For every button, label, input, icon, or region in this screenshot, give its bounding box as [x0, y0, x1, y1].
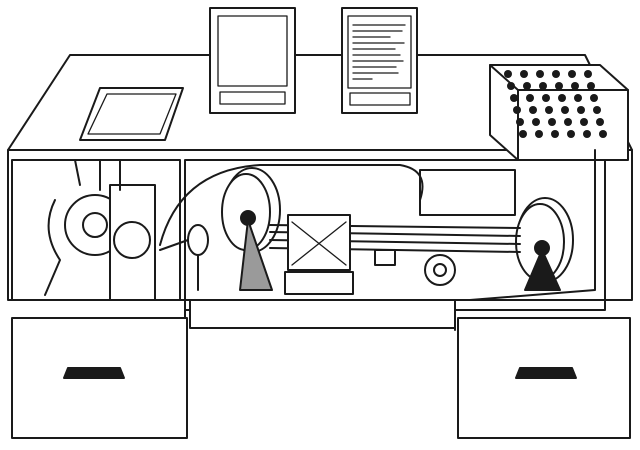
screen-text-lines — [352, 24, 406, 80]
key — [529, 106, 537, 114]
key — [519, 130, 527, 138]
center-projector — [284, 169, 516, 295]
key — [523, 82, 531, 90]
key — [555, 82, 563, 90]
key — [584, 70, 592, 78]
key — [583, 130, 591, 138]
key — [599, 130, 607, 138]
cable — [159, 164, 424, 246]
right-drawer — [457, 317, 631, 439]
left-drawer — [11, 317, 188, 439]
key — [526, 94, 534, 102]
key — [542, 94, 550, 102]
key — [513, 106, 521, 114]
key — [551, 130, 559, 138]
left-viewing-screen — [79, 87, 184, 141]
key — [567, 130, 575, 138]
cable — [469, 149, 596, 301]
left-machinery — [44, 159, 209, 301]
key — [568, 70, 576, 78]
right-film-reel — [515, 197, 574, 291]
key — [516, 118, 524, 126]
key — [577, 106, 585, 114]
key — [539, 82, 547, 90]
key — [532, 118, 540, 126]
key — [590, 94, 598, 102]
left-film-reel — [221, 167, 281, 291]
key — [520, 70, 528, 78]
keyboard-box — [489, 64, 629, 161]
key — [558, 94, 566, 102]
key-grid — [504, 70, 607, 138]
key — [587, 82, 595, 90]
key — [548, 118, 556, 126]
key — [564, 118, 572, 126]
key — [535, 130, 543, 138]
key — [571, 82, 579, 90]
key — [507, 82, 515, 90]
key — [596, 118, 604, 126]
center-viewing-screen — [209, 7, 296, 114]
key — [593, 106, 601, 114]
key — [504, 70, 512, 78]
key — [574, 94, 582, 102]
key — [545, 106, 553, 114]
key — [552, 70, 560, 78]
key — [510, 94, 518, 102]
key — [561, 106, 569, 114]
right-viewing-screen — [341, 7, 418, 114]
key — [536, 70, 544, 78]
key — [580, 118, 588, 126]
